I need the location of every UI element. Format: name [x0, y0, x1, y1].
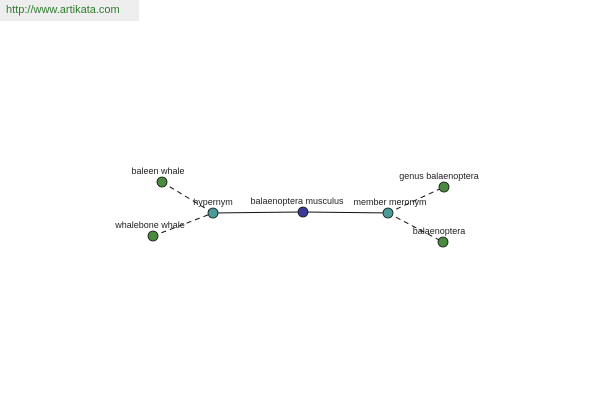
graph-labels: balaenoptera musculus hypernym member mero… — [114, 166, 479, 236]
node-center[interactable] — [297, 206, 309, 218]
edge-whalebone-whale-to-hypernym — [152, 212, 214, 237]
node-baleen-whale[interactable] — [156, 176, 168, 188]
label-center[interactable]: balaenoptera musculus — [250, 196, 344, 206]
node-whalebone-whale[interactable] — [147, 230, 159, 242]
node-hypernym[interactable] — [207, 207, 219, 219]
label-genus-balaenoptera[interactable]: genus balaenoptera — [399, 171, 479, 181]
label-baleen-whale[interactable]: baleen whale — [131, 166, 184, 176]
edge-baleen-whale-to-hypernym — [161, 181, 214, 214]
node-balaenoptera[interactable] — [437, 236, 449, 248]
edge-center-to-member-meronym — [302, 211, 389, 214]
graph-edges — [152, 181, 445, 243]
label-hypernym[interactable]: hypernym — [193, 197, 233, 207]
label-balaenoptera[interactable]: balaenoptera — [413, 226, 466, 236]
graph-nodes — [147, 176, 450, 248]
node-member-meronym[interactable] — [382, 207, 394, 219]
edge-hypernym-to-center — [212, 211, 304, 214]
node-genus-balaenoptera[interactable] — [438, 181, 450, 193]
label-member-meronym[interactable]: member meronym — [353, 197, 426, 207]
edge-member-meronym-to-genus-balaenoptera — [387, 186, 445, 214]
site-url-banner[interactable]: http://www.artikata.com — [0, 0, 139, 21]
label-whalebone-whale[interactable]: whalebone whale — [114, 220, 185, 230]
edge-member-meronym-to-balaenoptera — [387, 212, 444, 243]
